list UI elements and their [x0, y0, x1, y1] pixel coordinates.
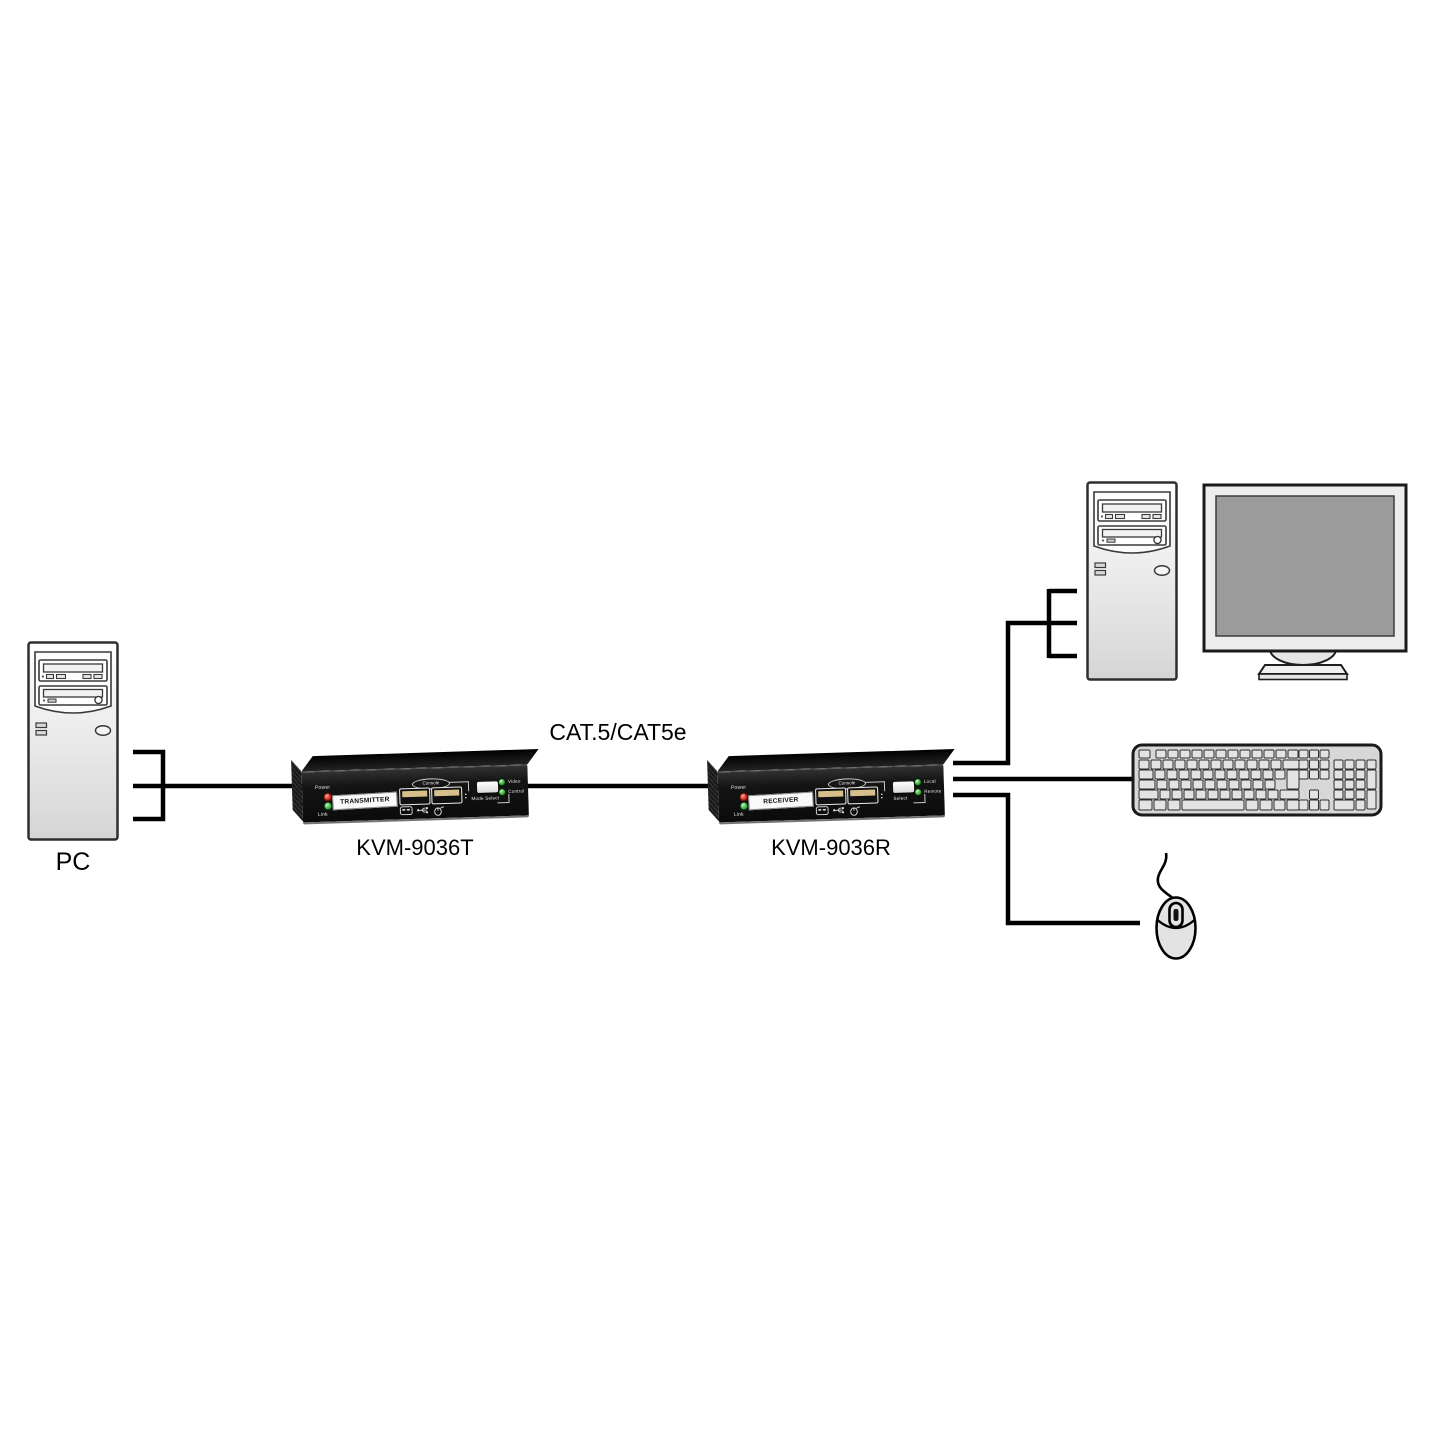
usb-port-2	[431, 786, 463, 805]
usb-logo-icon	[815, 806, 829, 816]
video-led-label: Video	[507, 778, 521, 784]
transmitter-front-panel: Power Link TRANSMITTER Console : Mode Se…	[301, 764, 529, 823]
mode-select-button	[476, 781, 499, 793]
link-led-label: Link	[733, 811, 744, 818]
receiver-to-tower-cable	[953, 620, 1077, 766]
control-led-label: Control	[508, 788, 525, 794]
remote-led-label: Remote	[924, 788, 942, 794]
usb-symbol-icon	[833, 805, 845, 814]
receiver-front-panel: Power Link RECEIVER Console : Select	[717, 764, 945, 823]
transmitter-name-plate: TRANSMITTER	[332, 791, 398, 811]
cable-label: CAT.5/CAT5e	[549, 719, 687, 745]
receiver-device: Power Link RECEIVER Console : Select	[705, 749, 955, 825]
mouse-symbol-icon	[850, 805, 861, 816]
monitor-graphic	[1202, 483, 1408, 681]
video-led	[498, 779, 505, 786]
receiver-model-label: KVM-9036R	[771, 835, 891, 860]
power-led	[324, 793, 332, 801]
mode-select-bracket	[497, 793, 510, 804]
pc-label: PC	[55, 848, 91, 876]
receiver-to-mouse-cable	[953, 792, 1140, 926]
pc-tower-graphic	[27, 641, 119, 842]
select-button	[892, 781, 915, 793]
receiver-name-plate: RECEIVER	[748, 791, 814, 811]
link-led	[324, 802, 332, 810]
power-led	[740, 793, 748, 801]
usb-port-1	[399, 787, 431, 806]
power-led-label: Power	[314, 784, 331, 792]
keyboard-graphic	[1131, 743, 1383, 817]
usb-port-1	[815, 787, 847, 806]
transmitter-device: Power Link TRANSMITTER Console : Mode Se…	[289, 749, 539, 825]
link-led	[740, 802, 748, 810]
mouse-symbol-icon	[434, 805, 445, 816]
console-colon-mark: :	[880, 790, 884, 801]
power-led-label: Power	[730, 784, 747, 792]
usb-logo-icon	[399, 806, 413, 816]
select-bracket	[913, 793, 926, 804]
console-colon-mark: :	[464, 790, 468, 801]
mode-select-label: Mode Select	[471, 795, 500, 802]
transmitter-model-label: KVM-9036T	[356, 835, 474, 860]
select-label: Select	[893, 795, 908, 801]
usb-symbol-icon	[417, 805, 429, 814]
mouse-graphic	[1155, 852, 1197, 960]
link-led-label: Link	[317, 811, 328, 818]
local-led	[914, 779, 921, 786]
console-tower-graphic	[1086, 481, 1178, 682]
usb-port-2	[847, 786, 879, 805]
local-led-label: Local	[923, 778, 936, 784]
